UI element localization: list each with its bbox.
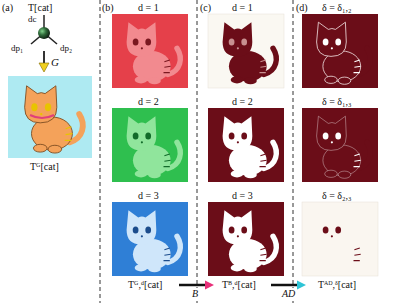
cat-picture	[25, 86, 83, 153]
image-caption: Tᴳ[cat]	[30, 161, 59, 172]
cat-picture	[223, 116, 277, 178]
panel-label: (c)	[200, 2, 211, 13]
cat-picture	[317, 116, 371, 178]
difference-square	[302, 202, 378, 276]
tree-label: dp₂	[60, 44, 72, 54]
binary-square	[208, 202, 284, 276]
map-arrow-shaft	[43, 51, 45, 64]
cat-picture	[223, 210, 277, 272]
color-channel-square	[112, 202, 188, 276]
difference-square	[302, 108, 378, 182]
map-arrow-shaft	[271, 284, 298, 287]
cat-background	[8, 76, 92, 158]
cat-collar	[30, 115, 54, 118]
map-arrow-head	[297, 281, 306, 290]
cat-picture	[127, 210, 181, 272]
color-channel-square	[112, 108, 188, 182]
map-arrow-head	[205, 281, 214, 290]
binary-square	[208, 108, 284, 182]
dashed-separator	[197, 0, 198, 303]
channel-label: d = 1	[232, 2, 253, 13]
panel-label: (d)	[296, 2, 308, 13]
image-caption: Tᴮ,ᵈ[cat]	[222, 279, 256, 290]
operator-label: B	[191, 288, 199, 299]
difference-square	[302, 14, 378, 88]
panel-label: (a)	[2, 2, 13, 13]
cat-picture	[223, 22, 277, 84]
operator-label: AD	[281, 288, 296, 299]
difference-label: δ = δ₁,₃	[322, 96, 352, 107]
tree-label: dc	[28, 15, 37, 25]
channel-label: d = 2	[232, 96, 253, 107]
difference-label: δ = δ₁,₂	[322, 2, 352, 13]
binary-square	[208, 14, 284, 88]
tree-title: T[cat]	[28, 2, 52, 13]
panel-separators	[100, 0, 293, 303]
difference-label: δ = δ₂,₃	[322, 190, 352, 201]
dashed-separator	[293, 0, 294, 303]
image-caption: Tᴳ,ᵈ[cat]	[128, 279, 162, 290]
panel-label: (b)	[102, 2, 114, 13]
tree-stem	[43, 15, 45, 28]
tree-label: dp₁	[11, 44, 23, 54]
operator-label: G	[51, 56, 59, 68]
cat-picture	[317, 22, 371, 84]
color-channel-square	[112, 14, 188, 88]
image-caption: Tᴬᴰ,ᵟ[cat]	[318, 279, 356, 290]
channel-label: d = 2	[138, 96, 159, 107]
tree-node-ball	[38, 27, 50, 39]
map-arrow-shaft	[179, 284, 206, 287]
cat-picture	[127, 116, 181, 178]
cat-picture	[317, 210, 371, 272]
map-arrow-head	[39, 63, 49, 72]
channel-label: d = 3	[138, 190, 159, 201]
channel-label: d = 3	[232, 190, 253, 201]
dashed-separator	[100, 0, 101, 303]
cat-picture	[127, 22, 181, 84]
channel-label: d = 1	[138, 2, 159, 13]
